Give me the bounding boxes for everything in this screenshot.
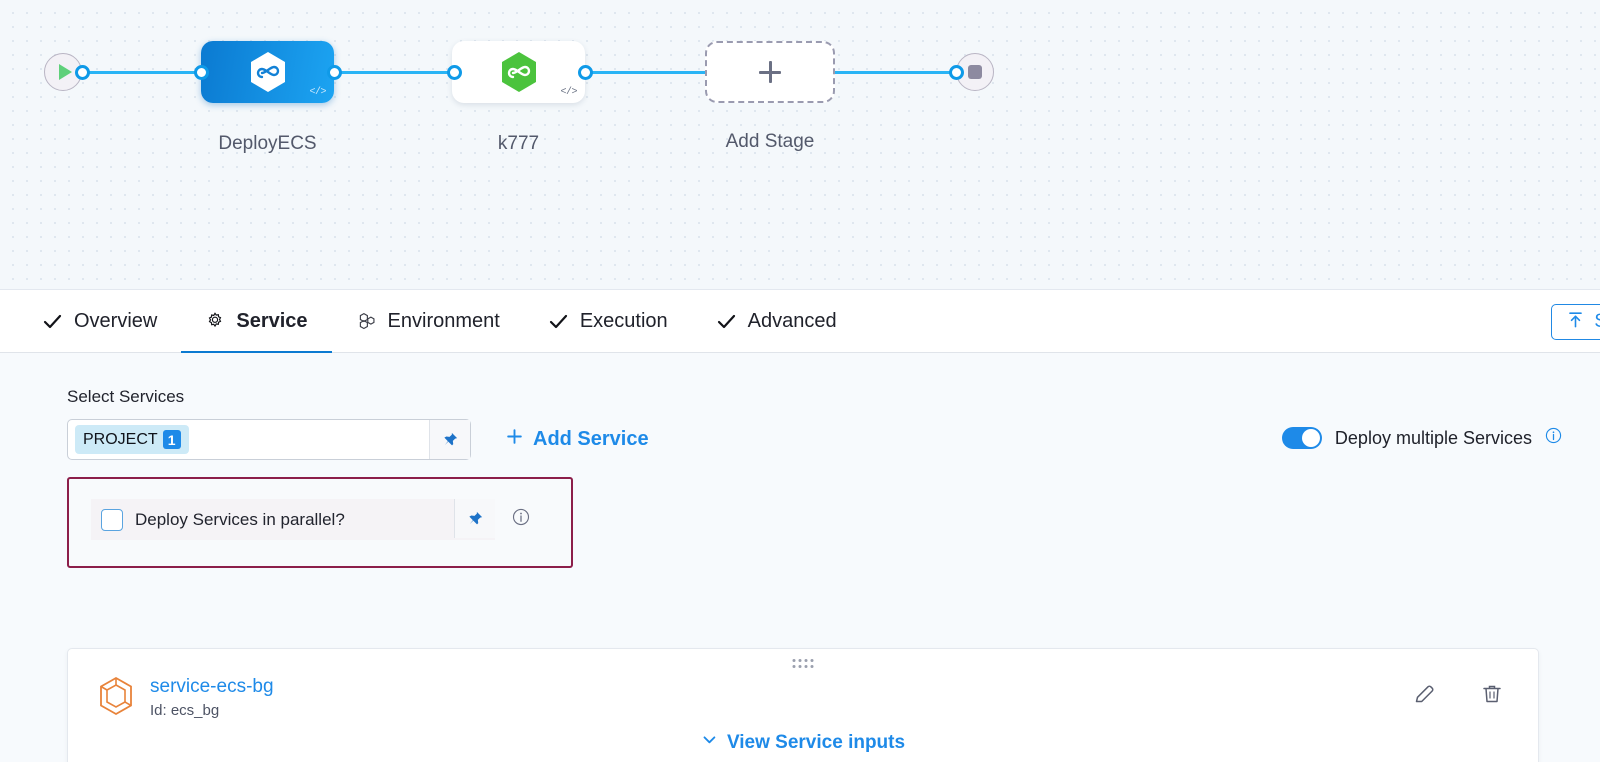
save-button-label: S: [1594, 311, 1600, 333]
tab-label: Environment: [387, 309, 500, 332]
save-upload-icon: [1566, 310, 1585, 335]
service-hexagon-icon: [98, 676, 134, 721]
stage-k777[interactable]: </>: [452, 41, 585, 103]
tab-overview[interactable]: Overview: [38, 290, 181, 353]
add-stage-button[interactable]: [705, 41, 835, 103]
port-stage2-out[interactable]: [578, 65, 593, 80]
deploy-in-parallel-label: Deploy Services in parallel?: [135, 509, 345, 529]
deploy-in-parallel-checkbox[interactable]: [101, 508, 123, 531]
stage-label-deployecs: DeployECS: [218, 133, 317, 154]
port-start-out[interactable]: [75, 65, 90, 80]
view-service-inputs-label: View Service inputs: [726, 731, 906, 753]
add-service-label: Add Service: [533, 428, 649, 450]
check-icon: [716, 311, 737, 332]
pipeline-edge-3: [580, 71, 712, 74]
check-icon: [548, 311, 569, 332]
service-card-actions: [1412, 682, 1504, 711]
harness-hexagon-icon: [501, 52, 536, 92]
pin-services-button[interactable]: [429, 420, 470, 459]
tab-advanced[interactable]: Advanced: [692, 290, 861, 353]
stage-deployecs[interactable]: </>: [201, 41, 334, 103]
environment-icon: [356, 311, 377, 332]
stop-icon: [968, 65, 982, 79]
plus-icon: [505, 427, 524, 452]
port-stage2-in[interactable]: [447, 65, 462, 80]
deploy-multiple-services-toggle[interactable]: [1281, 427, 1322, 449]
deploy-multiple-services-row: Deploy multiple Services: [1281, 427, 1562, 449]
pipeline-edge-1: [82, 71, 206, 74]
deploy-in-parallel-highlight: Deploy Services in parallel?: [67, 477, 573, 568]
services-multiselect[interactable]: PROJECT 1: [67, 419, 471, 460]
info-icon[interactable]: [1545, 427, 1562, 449]
add-stage-label: Add Stage: [725, 131, 815, 152]
select-services-row: PROJECT 1 Add Service: [67, 419, 1562, 460]
port-stage1-out[interactable]: [327, 65, 342, 80]
save-as-template-button[interactable]: S: [1551, 304, 1600, 340]
view-service-inputs-button[interactable]: View Service inputs: [701, 731, 905, 754]
tab-bar: Overview Service Environment Execution: [0, 290, 1600, 354]
add-service-button[interactable]: Add Service: [505, 427, 649, 452]
toggle-knob: [1301, 429, 1320, 447]
delete-trash-icon[interactable]: [1480, 682, 1504, 711]
tab-label: Overview: [74, 309, 158, 332]
service-card[interactable]: service-ecs-bg Id: ecs_bg: [67, 648, 1539, 762]
tab-label: Execution: [579, 309, 668, 332]
tab-label: Advanced: [747, 309, 837, 332]
service-id-text: Id: ecs_bg: [150, 701, 220, 719]
pipeline-edge-4: [827, 71, 967, 74]
pin-icon: [469, 511, 483, 524]
check-icon: [42, 311, 63, 332]
service-panel: Select Services PROJECT 1 Add Service De…: [0, 353, 1600, 762]
pin-icon: [444, 432, 458, 445]
project-scope-chip[interactable]: PROJECT 1: [75, 425, 189, 454]
deploy-multiple-services-label: Deploy multiple Services: [1334, 427, 1532, 448]
chip-label: PROJECT: [83, 430, 158, 448]
tab-execution[interactable]: Execution: [524, 290, 692, 353]
pipeline-edge-2: [330, 71, 458, 74]
drag-handle-icon[interactable]: [792, 659, 814, 668]
plus-icon: [768, 61, 772, 83]
deploy-in-parallel-field[interactable]: Deploy Services in parallel?: [91, 499, 495, 540]
info-icon[interactable]: [512, 508, 530, 531]
port-stage1-in[interactable]: [194, 65, 209, 80]
chevron-down-icon: [701, 731, 718, 754]
play-icon: [58, 64, 72, 80]
select-services-label: Select Services: [67, 387, 185, 406]
pin-parallel-button[interactable]: [454, 499, 495, 538]
harness-hexagon-icon: [250, 52, 285, 92]
pipeline-canvas[interactable]: </> </> DeployECS k777 Add Stage: [0, 0, 1600, 290]
edit-pencil-icon[interactable]: [1412, 682, 1436, 711]
service-summary: service-ecs-bg Id: ecs_bg: [98, 676, 274, 721]
port-end-in[interactable]: [949, 65, 964, 80]
service-name-link[interactable]: service-ecs-bg: [150, 676, 274, 697]
code-badge: </>: [560, 87, 577, 98]
chip-count-badge: 1: [162, 430, 181, 449]
tab-environment[interactable]: Environment: [332, 290, 524, 353]
tab-label: Service: [236, 309, 308, 332]
tab-service[interactable]: Service: [181, 290, 332, 354]
gear-icon: [205, 311, 225, 331]
code-badge: </>: [309, 87, 326, 98]
stage-label-k777: k777: [497, 133, 540, 154]
